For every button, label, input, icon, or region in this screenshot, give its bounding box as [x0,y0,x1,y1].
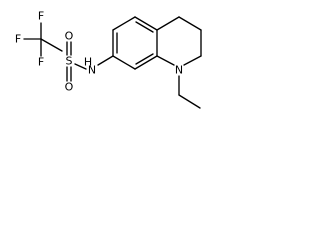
molecule-diagram: F F F S O O H N N [0,0,235,123]
atom-labels: F F F S O O H N N [15,10,183,94]
atom-amide-hydrogen: H [84,56,92,69]
bond-c4-c3 [178,16,202,31]
bond-c8a-c8 [134,55,158,70]
bond-inner-c8a-c8 [135,53,154,65]
bonds [23,16,202,109]
bond-n1-c8a [156,55,175,66]
atom-fluorine-left: F [15,33,21,46]
atom-fluorine-top: F [38,10,44,23]
atom-amide-nitrogen: N [88,64,96,77]
bond-c4a-c4 [156,16,180,31]
atom-ring-nitrogen: N [175,64,183,77]
atom-fluorine-bottom: F [38,56,44,69]
atom-oxygen-bottom: O [65,81,74,94]
bond-n-c7 [97,55,114,66]
bond-c2-n1 [183,55,202,66]
bond-c-s [40,38,63,52]
atom-sulfur: S [66,55,73,68]
bond-c5-c4a [134,16,158,31]
bond-inner-c5-c4a [135,21,154,33]
atom-oxygen-top: O [65,30,74,43]
bond-ch2-ch3 [178,94,201,109]
bond-c6-c5 [112,16,136,31]
structure-svg: F F F S O O H N N [15,10,202,109]
bond-s-n [74,63,87,70]
bond-c8-c7 [112,55,136,70]
